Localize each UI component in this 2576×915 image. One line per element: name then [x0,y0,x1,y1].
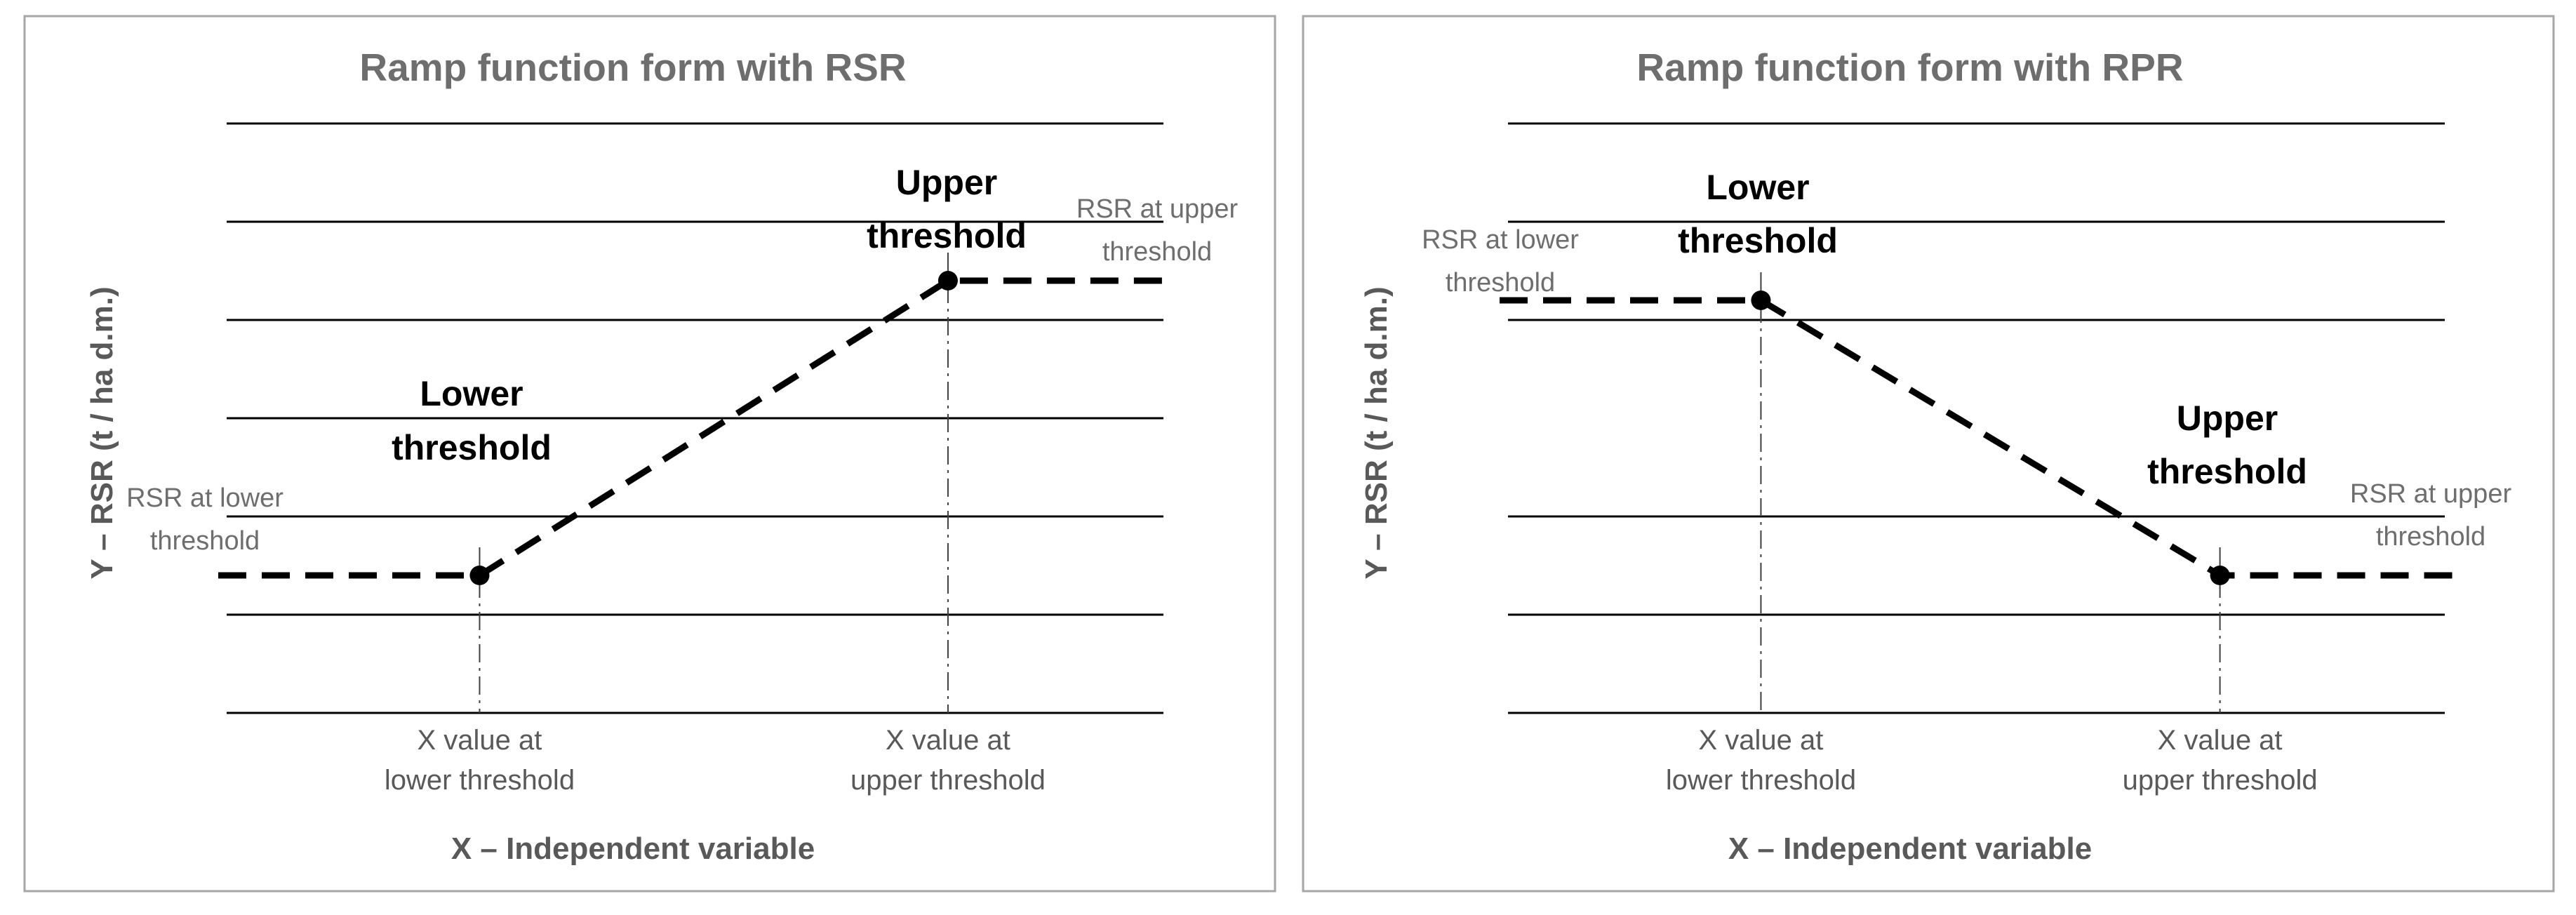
upper-threshold-label-line2: threshold [2147,452,2307,491]
annotation-lower-threshold: Lower threshold [392,374,552,467]
rsr-lower-label-line2: threshold [1446,268,1555,298]
lower-threshold-label-line2: threshold [392,428,552,467]
chart-title: Ramp function form with RSR [359,46,906,89]
x-tick-label-lower-line1: X value at [1699,725,1824,756]
y-axis-title: Y – RSR (t / ha d.m.) [1359,286,1394,579]
panel-rsr: Ramp function form with RSR X – Independ… [23,15,1276,893]
x-tick-label-lower-line2: lower threshold [385,765,575,796]
x-axis-title: X – Independent variable [451,831,815,866]
rsr-lower-label-line2: threshold [150,526,260,556]
ramp-series-line [218,277,1172,579]
threshold-guides [1760,272,2221,713]
threshold-points [1751,290,2230,585]
gridlines [227,122,1163,714]
annotation-upper-threshold: Upper threshold [2147,399,2307,491]
chart-title: Ramp function form with RPR [1636,46,2183,89]
x-tick-label-upper-line2: upper threshold [2123,765,2318,796]
upper-threshold-label-line1: Upper [2177,399,2278,438]
x-tick-label-upper-line1: X value at [2158,725,2283,756]
rsr-upper-label-line2: threshold [1102,237,1212,267]
gridlines [1508,122,2445,714]
rsr-lower-label-line1: RSR at lower [1422,225,1579,255]
rsr-upper-label-line1: RSR at upper [2350,479,2512,509]
panel-frame [23,15,1276,893]
threshold-point-lower [469,566,490,585]
ramp-series-line [1500,297,2453,579]
y-axis-title: Y – RSR (t / ha d.m.) [85,286,119,579]
lower-threshold-label-line1: Lower [420,374,523,413]
x-axis-title: X – Independent variable [1728,831,2092,866]
lower-threshold-label-line2: threshold [1678,221,1838,260]
panel-rpr: Ramp function form with RPR X – Independ… [1302,15,2555,893]
lower-threshold-label-line1: Lower [1706,168,1809,207]
threshold-point-upper [937,271,958,290]
threshold-points [469,271,958,585]
annotation-rsr-upper: RSR at upper threshold [1076,194,1239,267]
threshold-point-upper [2210,566,2230,585]
annotation-rsr-lower: RSR at lower threshold [1422,225,1579,298]
annotation-rsr-upper: RSR at upper threshold [2350,479,2512,552]
x-tick-label-lower-line1: X value at [418,725,542,756]
rsr-upper-label-line2: threshold [2376,522,2485,552]
x-tick-label-upper-line1: X value at [886,725,1010,756]
x-tick-labels: X value at lower threshold X value at upper… [385,725,1046,796]
x-tick-label-lower-line2: lower threshold [1666,765,1856,796]
upper-threshold-label-line2: threshold [867,216,1027,255]
annotation-rsr-lower: RSR at lower threshold [126,483,283,556]
x-tick-labels: X value at lower threshold X value at upper… [1666,725,2318,796]
rsr-upper-label-line1: RSR at upper [1076,194,1239,224]
threshold-guides [479,253,949,713]
upper-threshold-label-line1: Upper [896,163,997,202]
annotation-lower-threshold: Lower threshold [1678,168,1838,260]
rsr-lower-label-line1: RSR at lower [126,483,283,513]
threshold-point-lower [1751,290,1771,310]
annotation-upper-threshold: Upper threshold [867,163,1027,255]
x-tick-label-upper-line2: upper threshold [850,765,1046,796]
panel-frame [1302,15,2555,893]
